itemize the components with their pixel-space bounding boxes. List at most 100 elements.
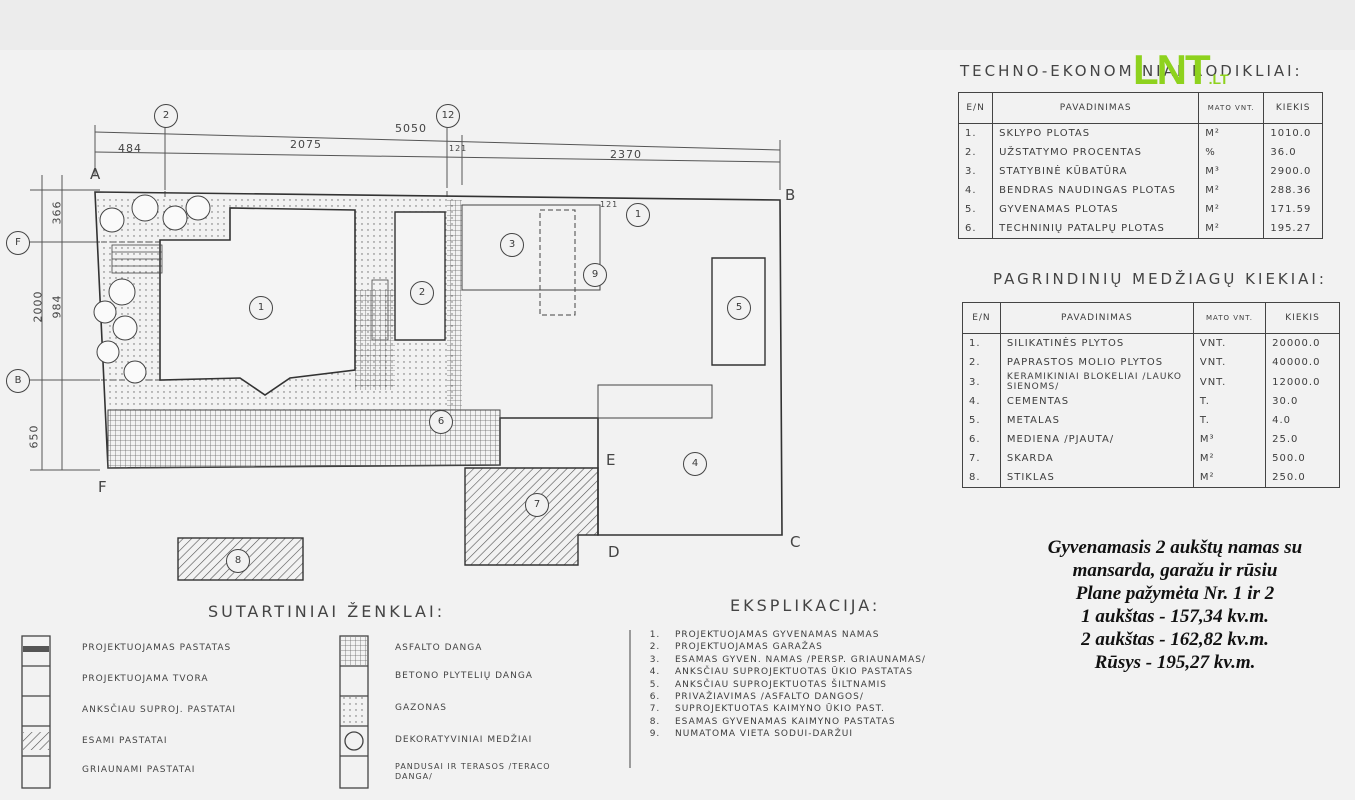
cell: 7. [962,449,1001,468]
item-no: 8. [649,716,661,727]
list-item: 5.ANKSČIAU SUPROJEKTUOTAS ŠILTNAMIS [635,680,926,692]
item-text: NUMATOMA VIETA SODUI-DARŽUI [675,729,854,740]
list-item: 8.ESAMAS GYVENAMAS KAIMYNO PASTATAS [635,717,926,729]
list-item: 4.ANKSČIAU SUPROJEKTUOTAS ŪKIO PASTATAS [635,667,926,679]
cell: 25.0 [1265,430,1340,449]
axis-b: B [785,186,797,204]
materials-header-en: E/N [962,302,1001,334]
cell: % [1198,143,1265,162]
dim-366: 366 [50,200,64,225]
cell: T. [1192,411,1267,430]
item-no: 4. [649,667,661,678]
legend-item: PROJEKTUOJAMAS PASTATAS [82,643,232,653]
axis-circle-12: 12 [436,104,460,128]
left-dimensions [20,110,448,471]
cell: 6. [957,219,994,239]
building-3-outline [461,204,601,291]
explication-title: EKSPLIKACIJA: [730,596,881,615]
list-item: 1.PROJEKTUOJAMAS GYVENAMAS NAMAS [635,630,926,642]
cell: 6. [962,430,1001,449]
cell: 12000.0 [1265,372,1340,392]
cell: M² [1198,123,1265,143]
techno-table: E/N PAVADINIMAS MATO VNT. KIEKIS 1.SKLYP… [957,92,1323,239]
caption-line: Gyvenamasis 2 aukštų namas su [1047,537,1303,558]
paving-area [107,409,501,469]
list-item: 2.PROJEKTUOJAMAS GARAŽAS [635,642,926,654]
techno-header-en: E/N [957,92,994,124]
item-no: 5. [649,679,661,690]
axis-d: D [608,543,621,561]
cell: M² [1192,468,1267,488]
axis-e: E [606,451,617,469]
table-row: 2.UŽSTATYMO PROCENTAS%36.0 [957,143,1323,162]
cell: VNT. [1192,372,1267,392]
building-7-hatched [464,467,599,566]
cell: M² [1198,219,1265,239]
cell: STIKLAS [999,468,1194,488]
materials-table: E/N PAVADINIMAS MATO VNT. KIEKIS 1.SILIK… [962,302,1340,488]
item-no: 9. [649,729,661,740]
axis-f: F [98,478,108,496]
item-no: 3. [649,654,661,665]
cell: M³ [1192,430,1267,449]
cell: 5. [962,411,1001,430]
cell: 2900.0 [1263,162,1323,181]
cell: PAPRASTOS MOLIO PLYTOS [999,353,1194,372]
cell: 4. [962,392,1001,411]
axis-a: A [90,165,102,183]
cell: 40000.0 [1265,353,1340,372]
cell: M³ [1198,162,1265,181]
cell: 4. [957,181,994,200]
dim-2370: 2370 [610,148,642,161]
dim-2075: 2075 [290,138,322,151]
legend-item: ESAMI PASTATAI [82,736,168,746]
dim-total: 5050 [395,122,427,135]
cell: M² [1198,181,1265,200]
cell: 3. [962,372,1001,392]
table-row: 3.KERAMIKINIAI BLOKELIAI /LAUKO SIENOMS/… [962,372,1340,392]
lnt-logo: LNT.LT [1133,49,1229,99]
cell: 1010.0 [1263,123,1323,143]
cell: 30.0 [1265,392,1340,411]
cell: M² [1198,200,1265,219]
cell: 288.36 [1263,181,1323,200]
materials-header-qty: KIEKIS [1265,302,1340,334]
cell: SKARDA [999,449,1194,468]
zone-7: 7 [525,493,549,517]
house-caption: Gyvenamasis 2 aukštų namas su mansarda, … [1000,536,1350,674]
decorative-trees [93,194,211,384]
axis-c: C [790,533,802,551]
caption-line: Rūsys - 195,27 kv.m. [1094,652,1256,673]
item-text: PRIVAŽIAVIMAS /ASFALTO DANGOS/ [675,691,864,702]
cell: 250.0 [1265,468,1340,488]
cell: SKLYPO PLOTAS [992,123,1200,143]
paving-strip [447,200,462,410]
item-text: SUPROJEKTUOTAS KAIMYNO ŪKIO PAST. [675,704,885,715]
zone-9: 9 [583,263,607,287]
item-no: 7. [649,704,661,715]
dim-650: 650 [27,424,41,449]
cell: BENDRAS NAUDINGAS PLOTAS [992,181,1200,200]
cell: 8. [962,468,1001,488]
list-item: 6.PRIVAŽIAVIMAS /ASFALTO DANGOS/ [635,692,926,704]
item-no: 1. [649,630,661,640]
zone-6: 6 [429,410,453,434]
axis-circle-2: 2 [154,104,178,128]
cell: VNT. [1192,353,1267,372]
dim-484: 484 [118,142,142,155]
cell: 195.27 [1263,219,1323,239]
list-item: 3.ESAMAS GYVEN. NAMAS /PERSP. GRIAUNAMAS… [635,655,926,667]
cell: KERAMIKINIAI BLOKELIAI /LAUKO SIENOMS/ [999,372,1194,392]
cell: 2. [957,143,994,162]
item-text: PROJEKTUOJAMAS GARAŽAS [675,642,823,653]
techno-header-unit: MATO VNT. [1198,92,1265,124]
materials-header-unit: MATO VNT. [1192,302,1267,334]
top-dimensions [94,125,781,190]
caption-line: mansarda, garažu ir rūsiu [1072,560,1278,581]
